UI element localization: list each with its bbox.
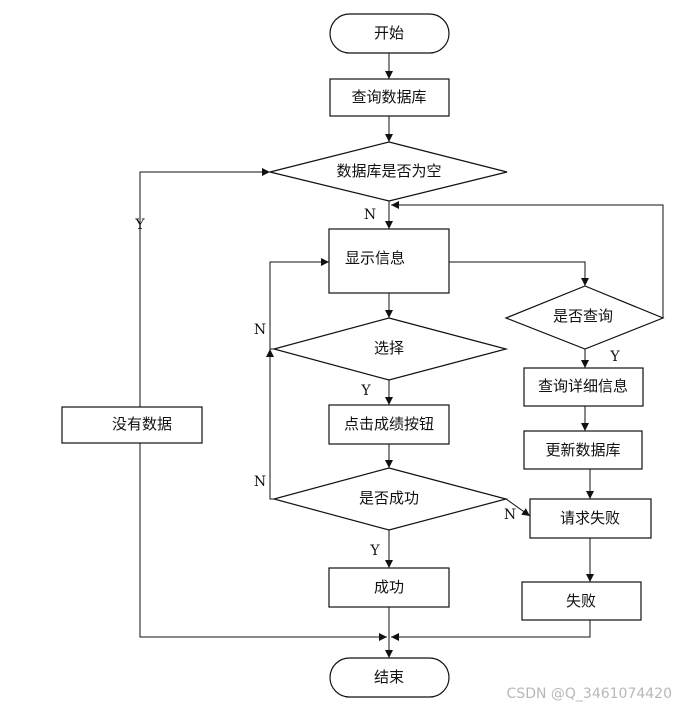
end-label: 结束	[374, 668, 404, 686]
select-decision	[271, 317, 509, 381]
edge-nodata-end	[139, 443, 387, 641]
query-db-box	[329, 78, 450, 117]
label-n-request-fail: N	[504, 507, 516, 523]
start-label: 开始	[374, 24, 404, 42]
no-data-label: 没有数据	[112, 415, 172, 433]
request-fail-label: 请求失败	[560, 509, 620, 527]
node-show-info: 显示信息	[328, 228, 450, 294]
is-query-decision	[504, 285, 665, 350]
db-empty-label: 数据库是否为空	[336, 162, 441, 180]
label-y-is-success: Y	[369, 543, 380, 559]
no-data-box	[61, 406, 203, 444]
show-info-box	[328, 228, 450, 294]
label-y-no-data: Y	[134, 217, 145, 233]
is-query-label: 是否查询	[553, 307, 613, 325]
query-detail-label: 查询详细信息	[538, 377, 628, 395]
node-success: 成功	[328, 567, 450, 608]
start-terminal	[329, 13, 450, 54]
node-fail: 失败	[521, 581, 642, 621]
show-info-label: 显示信息	[345, 249, 405, 267]
fail-label: 失败	[566, 592, 596, 610]
edge-success-select-n	[266, 349, 274, 500]
node-is-query: 是否查询	[504, 285, 665, 350]
node-no-data: 没有数据	[61, 406, 203, 444]
node-query-db: 查询数据库	[329, 78, 450, 117]
fail-box	[521, 581, 642, 621]
update-db-box	[523, 430, 643, 470]
is-success-label: 是否成功	[359, 489, 419, 507]
label-y-is-query: Y	[609, 349, 620, 365]
branch-labels: Y N N Y Y N N Y	[134, 207, 620, 559]
node-query-detail: 查询详细信息	[523, 367, 644, 407]
label-n-is-success: N	[254, 474, 266, 490]
query-detail-box	[523, 367, 644, 407]
edge-fail-end	[391, 620, 591, 641]
connectors	[139, 53, 664, 658]
success-label: 成功	[374, 578, 404, 596]
node-db-empty: 数据库是否为空	[269, 141, 508, 202]
node-request-fail: 请求失败	[529, 498, 652, 539]
edge-issuccess-reqfail-n	[505, 498, 531, 517]
edge-show-isquery	[449, 261, 589, 286]
edge-isquery-loop-back	[391, 201, 664, 318]
db-empty-decision	[269, 141, 508, 202]
request-fail-box	[529, 498, 652, 539]
node-end: 结束	[329, 657, 450, 698]
click-grade-box	[328, 404, 450, 445]
label-n-db-empty: N	[364, 207, 376, 223]
label-n-select: N	[254, 322, 266, 338]
success-box	[328, 567, 450, 608]
update-db-label: 更新数据库	[545, 441, 620, 459]
watermark: CSDN @Q_3461074420	[507, 686, 672, 702]
node-start: 开始	[329, 13, 450, 54]
node-is-success: 是否成功	[271, 467, 509, 531]
node-update-db: 更新数据库	[523, 430, 643, 470]
node-click-grade: 点击成绩按钮	[328, 404, 450, 445]
label-y-select: Y	[360, 383, 371, 399]
edge-nodata-dbempty-y	[139, 168, 270, 407]
query-db-label: 查询数据库	[351, 88, 426, 106]
end-terminal	[329, 657, 450, 698]
node-select: 选择	[271, 317, 509, 381]
is-success-decision	[271, 467, 509, 531]
click-grade-label: 点击成绩按钮	[344, 415, 434, 433]
select-label: 选择	[374, 339, 404, 357]
